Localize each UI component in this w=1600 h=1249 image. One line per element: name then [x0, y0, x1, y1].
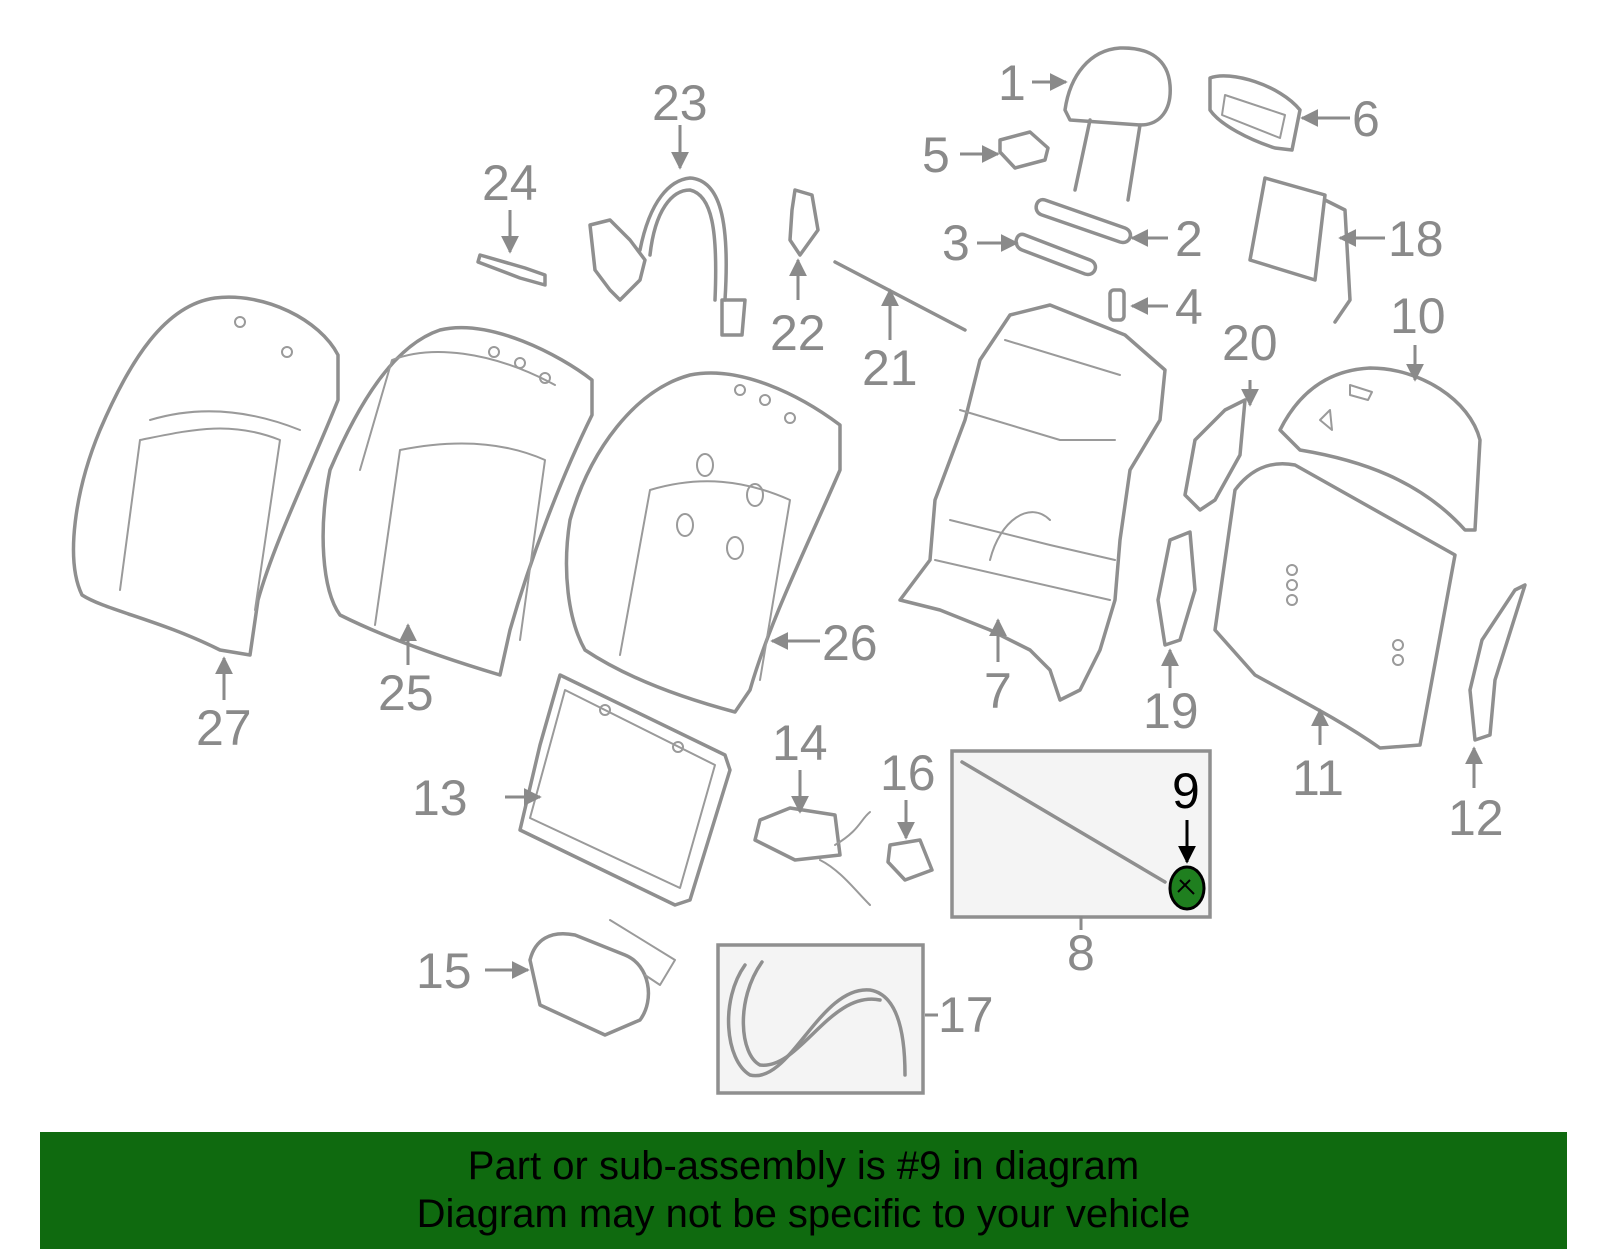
callout-11: 11 [1292, 750, 1344, 806]
part-2-plate [1034, 197, 1133, 245]
callout-23: 23 [652, 75, 708, 131]
callout-26: 26 [822, 615, 878, 671]
part-11-back-panel [1213, 462, 1457, 750]
part-3-plate [1014, 232, 1098, 277]
part-20-motor [1183, 398, 1247, 512]
callout-22: 22 [770, 305, 826, 361]
callout-6: 6 [1352, 91, 1380, 147]
part-24-clip [476, 253, 547, 287]
callout-20: 20 [1222, 315, 1278, 371]
callout-13: 13 [412, 770, 468, 826]
callout-labels: 1 2 3 4 5 6 7 8 9 10 11 12 13 14 15 16 1… [196, 55, 1504, 1043]
callout-16: 16 [880, 745, 936, 801]
callout-19: 19 [1143, 683, 1199, 739]
callout-21: 21 [862, 340, 918, 396]
callout-18: 18 [1388, 211, 1444, 267]
leader-arrows [215, 73, 1483, 1017]
callout-25: 25 [378, 665, 434, 721]
callout-10: 10 [1390, 288, 1446, 344]
part-8-box [950, 749, 1212, 919]
callout-2: 2 [1175, 211, 1203, 267]
part-26-seatback-pad [564, 371, 842, 714]
part-5-block [998, 130, 1050, 170]
part-15-module [528, 919, 676, 1037]
part-17-wire-set-box [716, 943, 925, 1095]
part-1-headrest [1063, 46, 1172, 202]
part-6-headrest-frame [1208, 74, 1302, 152]
part-21-rod [833, 260, 967, 332]
callout-12: 12 [1448, 790, 1504, 846]
callout-8: 8 [1067, 925, 1095, 981]
callout-7: 7 [984, 663, 1012, 719]
callout-4: 4 [1175, 279, 1203, 335]
banner-line-1: Part or sub-assembly is #9 in diagram [467, 1144, 1140, 1188]
part-23-wire-harness [588, 176, 747, 337]
info-banner: Part or sub-assembly is #9 in diagram Di… [40, 1132, 1567, 1249]
callout-3: 3 [942, 215, 970, 271]
part-9-highlighted [1168, 865, 1206, 911]
part-10-upper-back-panel [1278, 366, 1482, 532]
part-22-bracket [788, 188, 820, 257]
part-27-seatback-cover [71, 295, 340, 657]
callout-24: 24 [482, 155, 538, 211]
callout-14: 14 [772, 715, 828, 771]
callout-1: 1 [998, 55, 1026, 111]
part-18-bracket [1248, 176, 1352, 324]
callout-5: 5 [922, 127, 950, 183]
banner-line-2: Diagram may not be specific to your vehi… [416, 1192, 1191, 1236]
part-4-pin [1108, 288, 1126, 322]
part-16-connector [886, 838, 934, 882]
part-12-trim-strip [1468, 583, 1527, 742]
callout-9: 9 [1172, 763, 1200, 819]
part-14-module [753, 806, 871, 906]
part-13-frame-panel [518, 673, 732, 907]
part-7-seatback-frame [898, 303, 1167, 702]
callout-27: 27 [196, 700, 252, 756]
callout-17: 17 [938, 987, 994, 1043]
part-25-seatback-cover [321, 325, 594, 677]
callout-15: 15 [416, 943, 472, 999]
part-19-motor-assembly [1156, 530, 1197, 647]
